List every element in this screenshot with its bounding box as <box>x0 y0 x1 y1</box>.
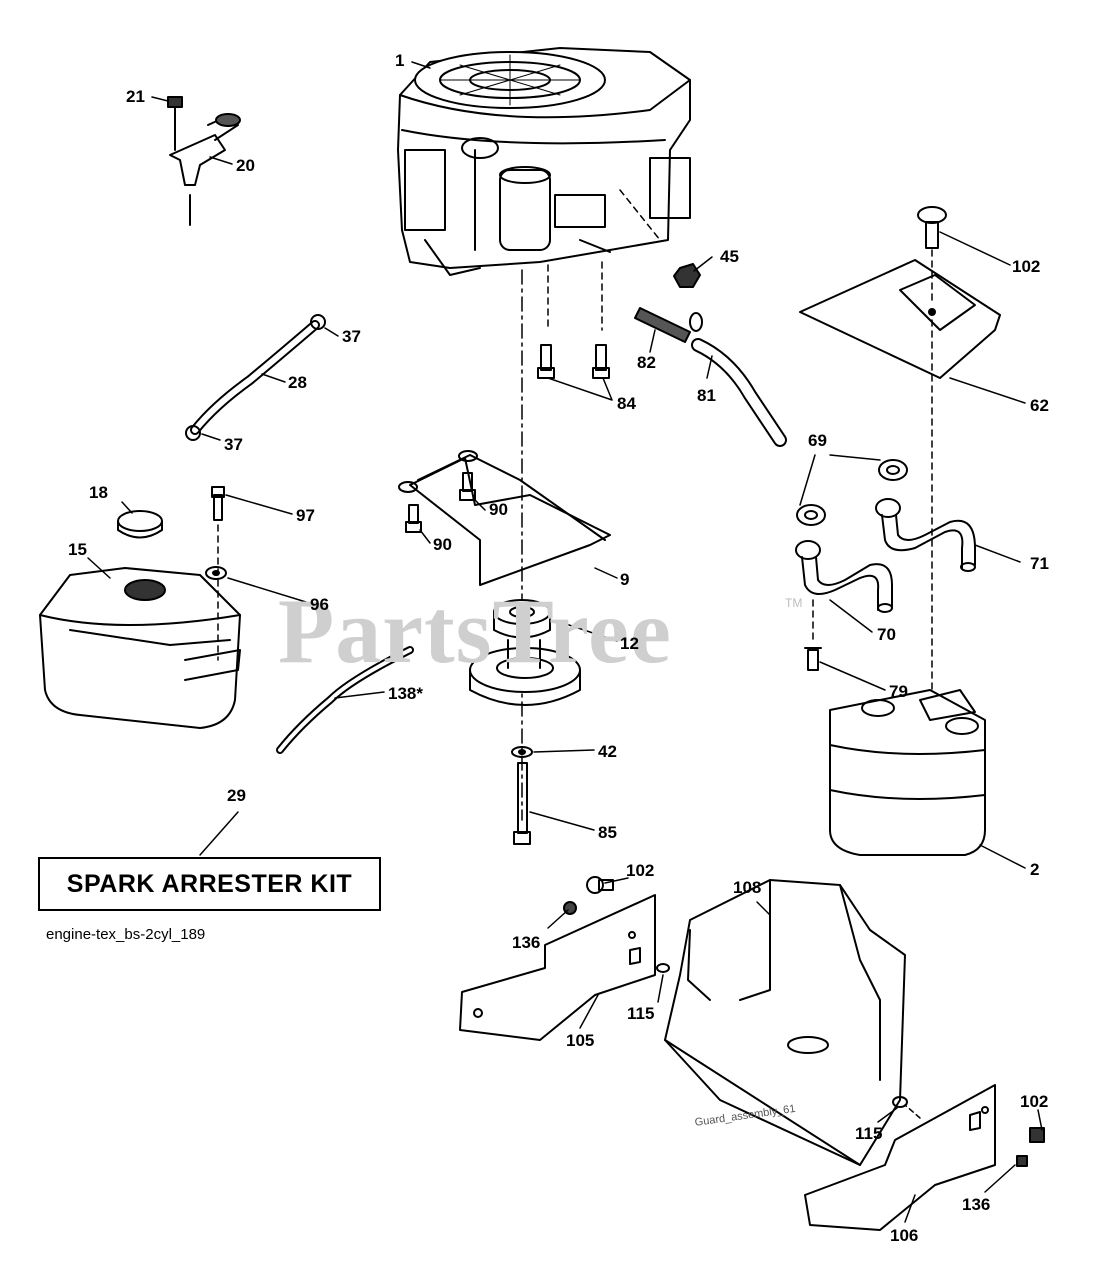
callout-69: 69 <box>808 431 827 450</box>
callout-21: 21 <box>126 87 145 106</box>
part-20-throttle-control <box>167 96 241 226</box>
callout-106: 106 <box>890 1226 919 1245</box>
callout-12: 12 <box>620 634 639 653</box>
spark-arrester-kit-box: SPARK ARRESTER KIT <box>38 857 381 911</box>
callout-96: 96 <box>310 595 329 614</box>
part-28-hose <box>185 314 326 441</box>
callout-82: 82 <box>637 353 656 372</box>
callout-18: 18 <box>89 483 108 502</box>
part-45-nut <box>673 263 701 288</box>
part-62-heat-shield <box>799 259 1001 379</box>
callout-115: 115 <box>627 1004 655 1023</box>
callout-81: 81 <box>697 386 716 405</box>
part-18-fuel-cap <box>117 510 163 539</box>
callout-15: 15 <box>68 540 87 559</box>
callout-97: 97 <box>296 506 315 525</box>
callout-115: 115 <box>855 1124 883 1143</box>
part-90-bolts <box>405 472 476 533</box>
part-138-fuel-line <box>276 646 414 754</box>
callout-136: 136 <box>962 1195 991 1214</box>
callout-102: 102 <box>1020 1092 1049 1111</box>
callout-102: 102 <box>626 861 655 880</box>
callout-90: 90 <box>433 535 452 554</box>
callout-138: 138* <box>388 684 423 703</box>
callout-37: 37 <box>224 435 243 454</box>
callout-102: 102 <box>1012 257 1041 276</box>
callout-1: 1 <box>395 51 405 70</box>
spark-arrester-kit-label: SPARK ARRESTER KIT <box>66 869 353 898</box>
callout-85: 85 <box>598 823 617 842</box>
callout-2: 2 <box>1030 860 1040 879</box>
part-15-fuel-tank <box>39 567 241 729</box>
part-71-exhaust-pipe <box>875 498 976 572</box>
callout-105: 105 <box>566 1031 595 1050</box>
part-82-fuel-filter <box>634 307 703 343</box>
part-84-bolts <box>537 344 610 379</box>
watermark-text: PartsTree <box>278 580 672 682</box>
part-106-plate <box>804 1084 1045 1231</box>
diagram-code: engine-tex_bs-2cyl_189 <box>46 926 206 943</box>
callout-70: 70 <box>877 625 896 644</box>
part-81-fuel-line <box>691 338 787 447</box>
part-105-plate <box>459 876 656 1041</box>
trademark-mark: TM <box>785 596 803 610</box>
callout-108: 108 <box>733 878 762 897</box>
callout-90: 90 <box>489 500 508 519</box>
callout-79: 79 <box>889 682 908 701</box>
part-97-bolt <box>211 486 225 661</box>
callout-29: 29 <box>227 786 246 805</box>
part-102-bolt-top <box>917 206 947 301</box>
part-108-guard <box>664 879 906 1166</box>
part-70-exhaust-pipe <box>795 540 893 613</box>
callout-71: 71 <box>1030 554 1049 573</box>
engine <box>397 47 691 331</box>
part-69-gaskets <box>796 459 908 526</box>
callout-136: 136 <box>512 933 541 952</box>
part-79-screw <box>804 599 822 671</box>
part-12-pulley <box>469 599 581 706</box>
callout-62: 62 <box>1030 396 1049 415</box>
part-2-muffler <box>829 319 986 856</box>
part-115-washers <box>656 963 908 1108</box>
leader-lines <box>87 61 1043 1223</box>
callout-42: 42 <box>598 742 617 761</box>
callout-20: 20 <box>236 156 255 175</box>
callout-28: 28 <box>288 373 307 392</box>
part-96-washer <box>205 566 227 580</box>
callout-84: 84 <box>617 394 636 413</box>
part-42-washer <box>511 746 533 758</box>
callout-37: 37 <box>342 327 361 346</box>
callout-9: 9 <box>620 570 630 589</box>
callout-45: 45 <box>720 247 739 266</box>
part-85-bolt <box>513 762 531 845</box>
